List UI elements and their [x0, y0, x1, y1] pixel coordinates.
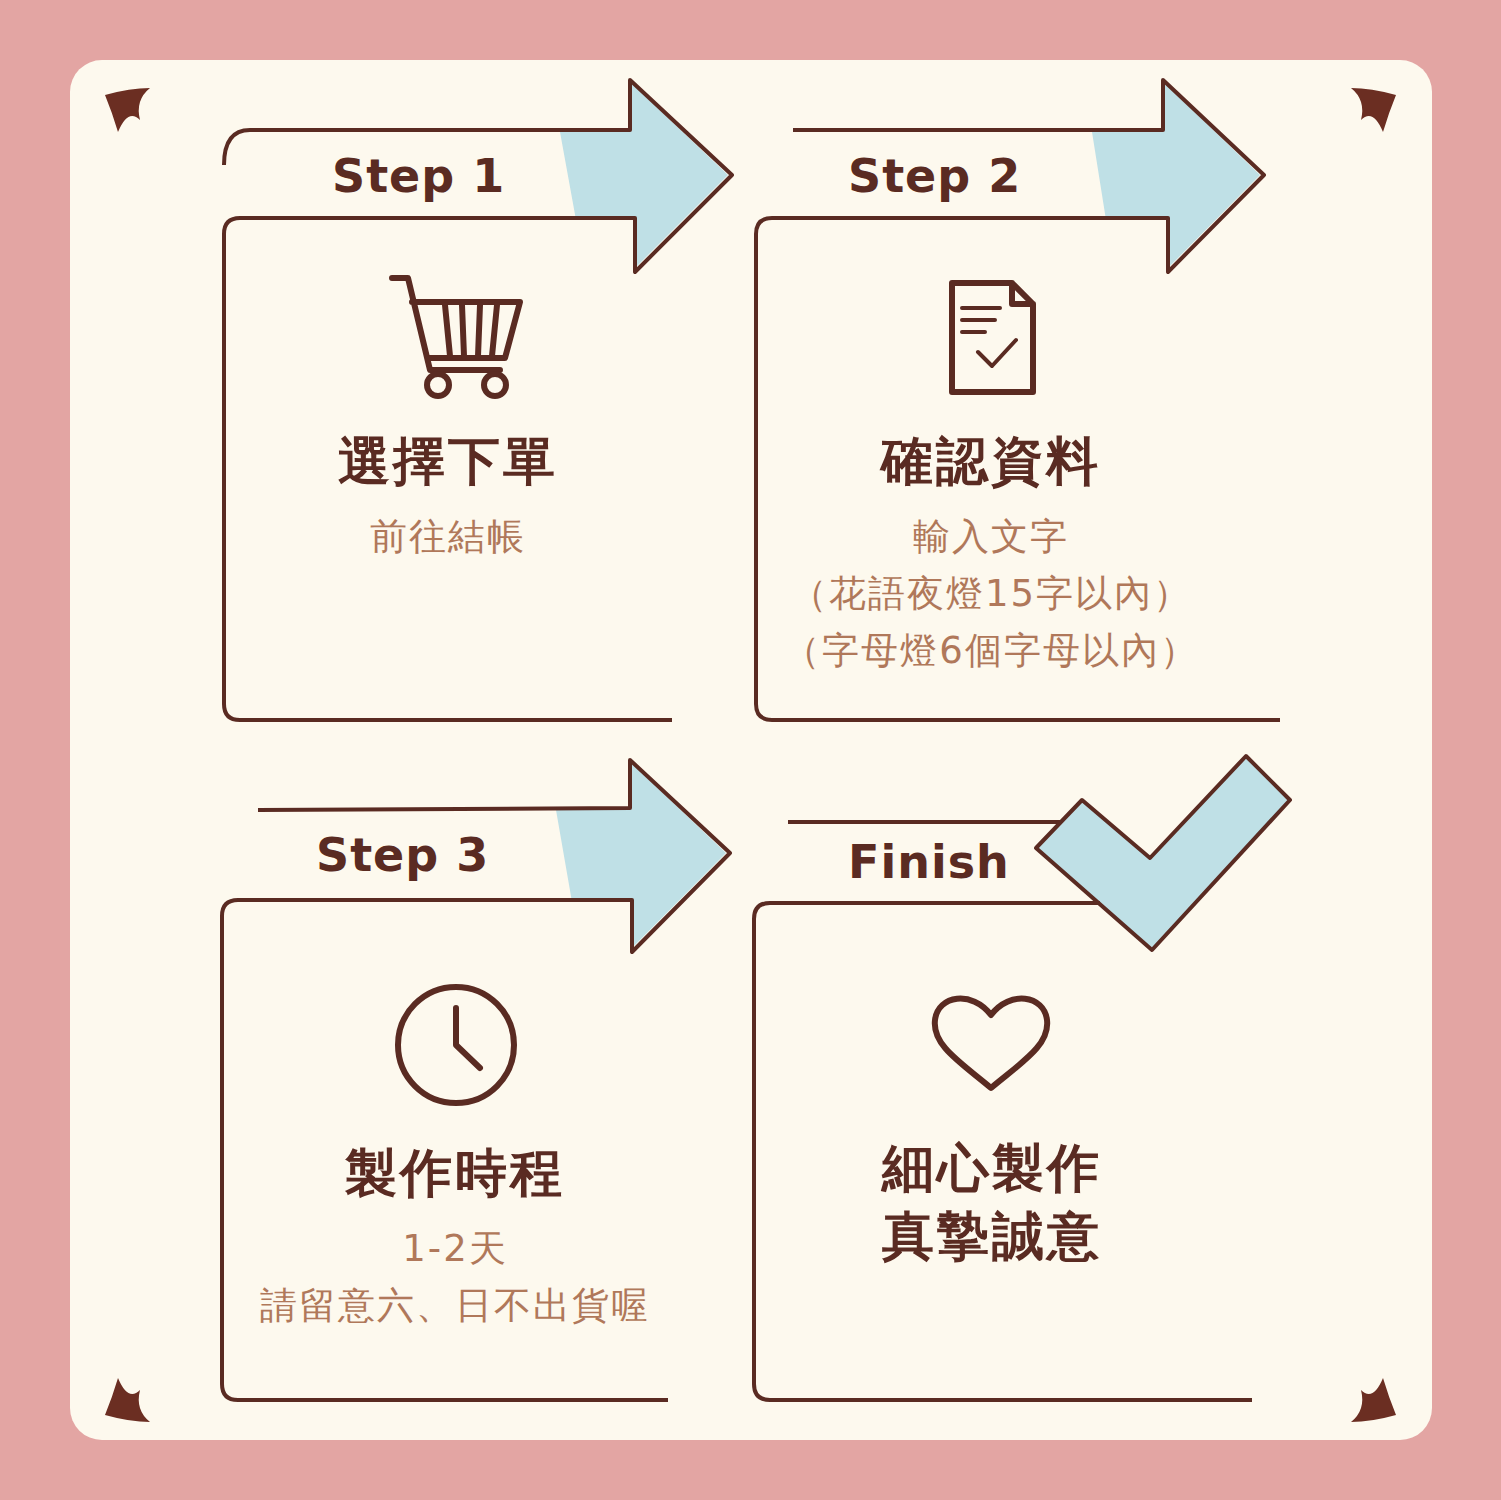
- icon: [392, 278, 1047, 1103]
- step-outline: [222, 80, 1290, 1400]
- step-note: 輸入文字: [913, 508, 1069, 565]
- step-box: Step 2確認資料輸入文字（花語夜燈15字以內）（字母燈6個字母以內）: [756, 218, 1226, 720]
- panel: [70, 60, 1432, 1440]
- step-content: 製作時程 1-2天請留意六、日不出貨喔: [222, 1140, 688, 1334]
- step-note: （字母燈6個字母以內）: [783, 622, 1199, 679]
- step-box: Step 3製作時程1-2天請留意六、日不出貨喔: [222, 900, 688, 1400]
- step-title: 製作時程: [345, 1140, 565, 1208]
- step-title: 選擇下單: [338, 428, 558, 496]
- step-box: Finish細心製作 真摯誠意: [754, 903, 1230, 1400]
- step-title: 細心製作 真摯誠意: [862, 1135, 1122, 1270]
- step-note: 1-2天: [402, 1220, 507, 1277]
- corner-ornament: [105, 88, 1396, 1422]
- step-content: 細心製作 真摯誠意: [754, 1135, 1230, 1270]
- step-heading: Step 1: [332, 153, 505, 199]
- step-heading: Finish: [848, 839, 1010, 885]
- step-box: Step 1選擇下單前往結帳: [224, 218, 672, 720]
- step-note: 請留意六、日不出貨喔: [260, 1277, 650, 1334]
- step-note: （花語夜燈15字以內）: [790, 565, 1192, 622]
- step-heading: Step 2: [848, 153, 1021, 199]
- step-content: 選擇下單前往結帳: [224, 428, 672, 565]
- step-heading: Step 3: [316, 832, 489, 878]
- step-title: 確認資料: [881, 428, 1101, 496]
- step-content: 確認資料輸入文字（花語夜燈15字以內）（字母燈6個字母以內）: [756, 428, 1226, 680]
- step-note: 前往結帳: [370, 508, 526, 565]
